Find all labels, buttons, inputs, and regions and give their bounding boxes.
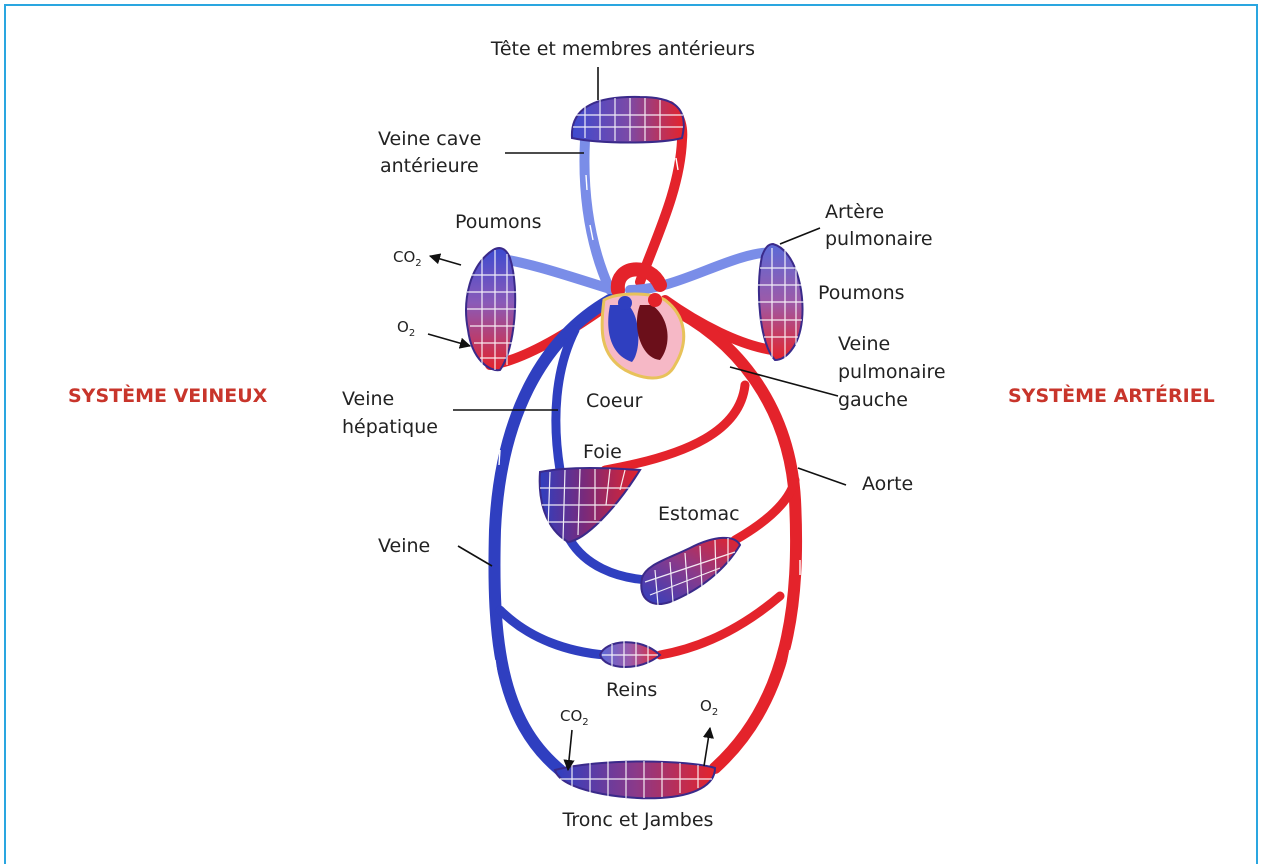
label-o2-trunk: O2 bbox=[700, 697, 718, 718]
aorta bbox=[665, 305, 796, 768]
label-pulmonary-artery-line2: pulmonaire bbox=[825, 228, 933, 250]
vessels bbox=[490, 106, 800, 770]
label-trunk-legs: Tronc et Jambes bbox=[562, 809, 714, 831]
label-lungs-left: Poumons bbox=[455, 211, 542, 233]
trunk-legs-capillaries bbox=[555, 761, 715, 798]
gastric-artery bbox=[735, 480, 795, 540]
label-vena-cava-line1: Veine cave bbox=[378, 128, 481, 150]
label-pulmonary-artery-line1: Artère bbox=[825, 201, 884, 223]
kidneys bbox=[600, 640, 660, 670]
label-liver: Foie bbox=[583, 441, 622, 463]
portal-vein bbox=[570, 540, 648, 580]
label-pulmonary-vein-line3: gauche bbox=[838, 389, 908, 411]
head-capillaries bbox=[572, 97, 684, 143]
vena-cava-anterior bbox=[584, 140, 610, 290]
title-venous-system: SYSTÈME VEINEUX bbox=[68, 384, 268, 407]
label-vein: Veine bbox=[378, 535, 430, 557]
stomach bbox=[641, 538, 740, 605]
title-arterial-system: SYSTÈME ARTÉRIEL bbox=[1008, 384, 1215, 407]
label-kidneys: Reins bbox=[606, 679, 657, 701]
left-lung bbox=[466, 248, 518, 370]
label-pulmonary-vein-line1: Veine bbox=[838, 333, 890, 355]
label-lungs-right: Poumons bbox=[818, 282, 905, 304]
label-hepatic-vein-line2: hépatique bbox=[342, 416, 438, 438]
label-stomach: Estomac bbox=[658, 503, 740, 525]
label-heart: Coeur bbox=[586, 390, 643, 412]
main-vein bbox=[494, 300, 610, 770]
label-hepatic-vein-line1: Veine bbox=[342, 388, 394, 410]
label-vena-cava-line2: antérieure bbox=[380, 155, 479, 177]
right-lung bbox=[758, 244, 804, 360]
label-pulmonary-vein-line2: pulmonaire bbox=[838, 361, 946, 383]
renal-artery bbox=[660, 596, 780, 655]
label-aorta: Aorte bbox=[862, 473, 913, 495]
liver bbox=[540, 468, 640, 542]
label-co2-lungs: CO2 bbox=[393, 248, 422, 269]
text-labels: Tête et membres antérieurs Veine cave an… bbox=[68, 38, 1215, 831]
label-co2-trunk: CO2 bbox=[560, 707, 589, 728]
heart bbox=[602, 293, 684, 378]
renal-vein bbox=[500, 610, 605, 655]
label-o2-lungs: O2 bbox=[397, 318, 415, 339]
label-head: Tête et membres antérieurs bbox=[490, 38, 755, 60]
